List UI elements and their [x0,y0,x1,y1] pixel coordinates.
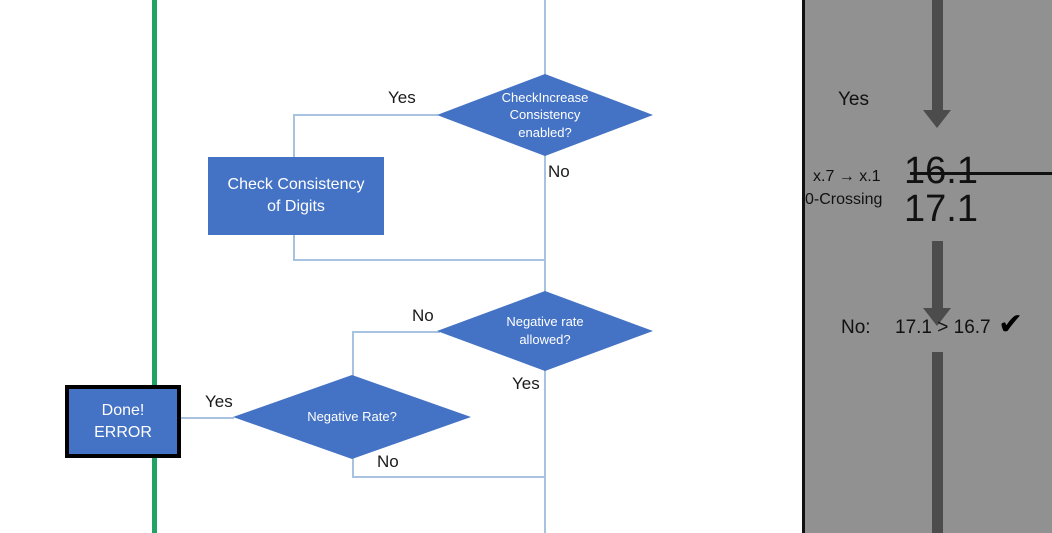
green-marker-line [152,0,157,533]
connector-trunk-mid [544,155,546,261]
strikethrough-line [910,171,1052,175]
node-check-increase-decision[interactable]: CheckIncrease Consistency enabled? [437,74,653,156]
node-check-increase-line2: Consistency [509,107,581,123]
node-negative-rate-allowed-line2: allowed? [519,332,571,347]
node-negative-rate-allowed-line1: Negative rate [506,314,584,330]
panel-arrow-head-top [923,110,951,128]
annotation-panel: Yes x.7 → x.1 0-Crossing 16.1 17.1 No: 1… [802,0,1052,533]
node-negative-rate-allowed-decision[interactable]: Negative rate allowed? [437,291,653,371]
node-negative-rate-allowed-label: Negative rate allowed? [437,291,653,371]
connector-negallowed-no-v [352,331,354,376]
connector-negrate-no-v [352,458,354,477]
panel-value-old-text: 16.1 [904,150,978,192]
node-check-increase-label: CheckIncrease Consistency enabled? [437,74,653,156]
node-check-consistency-process[interactable]: Check Consistency of Digits [208,157,384,235]
panel-arrow-head-mid [923,308,951,326]
panel-result-check-icon: ✔ [998,308,1024,341]
node-negative-rate-line1: Negative Rate? [307,409,397,425]
panel-rule-label: x.7 → x.1 [813,168,881,185]
node-negative-rate-decision[interactable]: Negative Rate? [233,375,471,459]
node-check-consistency-line2: of Digits [267,198,325,215]
panel-value-new: 17.1 [904,188,978,230]
node-done-error-line1: Done! [101,401,145,419]
node-done-error-terminator[interactable]: Done! ERROR [65,385,181,458]
panel-arrow-shaft-mid [932,241,943,310]
edge-label-checkincrease-yes: Yes [388,88,416,107]
panel-yes-label: Yes [838,89,869,110]
connector-trunk-lower [544,355,546,477]
connector-checkincrease-yes-h [293,114,438,116]
connector-negallowed-no-h [352,331,440,333]
edge-label-negallowed-no: No [412,306,434,325]
edge-label-negrate-no: No [377,452,399,471]
node-check-increase-line3: enabled? [518,124,572,140]
connector-trunk-mid2 [544,259,546,306]
node-done-error-line2: ERROR [94,423,152,441]
node-check-increase-line1: CheckIncrease [501,89,589,105]
panel-arrow-shaft-bottom [932,352,943,533]
panel-arrow-shaft-top [932,0,943,112]
panel-result-comparison: 17.1 > 16.7 [895,317,991,338]
connector-trunk-top [544,0,546,75]
panel-crossing-label: 0-Crossing [805,191,883,208]
edge-label-negallowed-yes: Yes [512,374,540,393]
connector-checkincrease-yes-return [293,259,546,261]
connector-trunk-bottom [544,475,546,533]
connector-negrate-no-h [352,476,546,478]
panel-value-old: 16.1 [904,152,1052,190]
edge-label-checkincrease-no: No [548,162,570,181]
edge-label-negrate-yes: Yes [205,392,233,411]
connector-negrate-yes-h [174,417,234,419]
panel-result-prefix: No: [841,317,871,338]
node-negative-rate-label: Negative Rate? [233,375,471,459]
node-check-consistency-line1: Check Consistency [227,176,365,194]
